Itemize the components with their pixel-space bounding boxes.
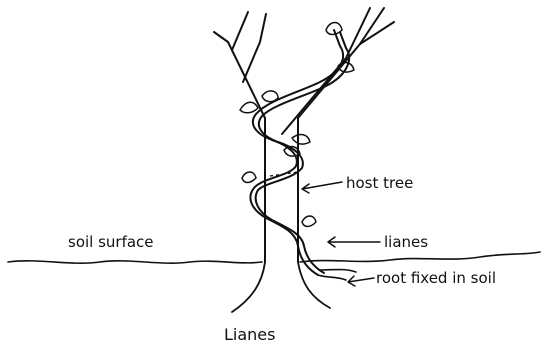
lianes-label: lianes: [384, 233, 428, 251]
root-arrow: [348, 276, 374, 286]
lianes-arrow: [328, 237, 380, 247]
host-tree-arrow: [302, 182, 342, 193]
soil-surface-label: soil surface: [68, 233, 154, 251]
host-tree: [214, 8, 394, 312]
diagram-caption: Lianes: [224, 325, 275, 344]
host-tree-label: host tree: [346, 174, 413, 192]
liane-root: [318, 270, 356, 281]
soil-surface-line: [8, 252, 540, 263]
root-fixed-label: root fixed in soil: [376, 269, 496, 287]
